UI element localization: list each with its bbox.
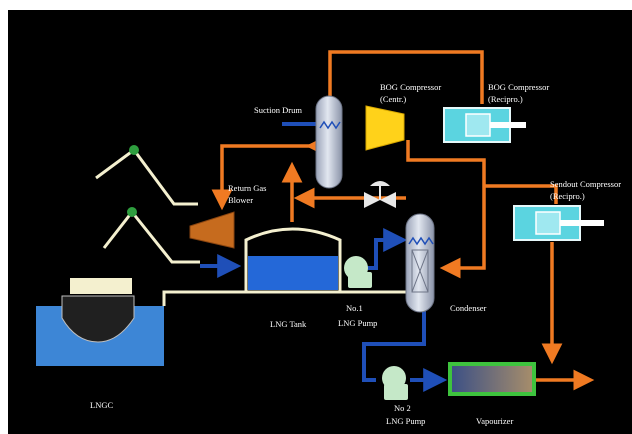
suction-drum <box>315 95 343 189</box>
label-sendout-1: Sendout Compressor <box>550 179 621 189</box>
label-return-gas-1: Return Gas <box>228 183 266 193</box>
line-to-sendout <box>484 184 558 204</box>
label-condenser: Condenser <box>450 303 487 313</box>
vaporizer <box>448 362 536 396</box>
bog-compressor-centrifugal <box>365 105 405 151</box>
label-lngc: LNGC <box>90 400 113 410</box>
loading-arm-2 <box>102 209 200 264</box>
label-bog-centr-1: BOG Compressor <box>380 82 441 92</box>
ship-hull <box>61 295 135 343</box>
label-bog-recip-1: BOG Compressor <box>488 82 549 92</box>
no2-lng-pump <box>382 366 408 400</box>
line-drum-to-blower <box>211 135 327 211</box>
line-pump1-to-condenser <box>364 228 408 270</box>
loading-arm-1 <box>95 147 198 206</box>
bog-compressor-reciprocating <box>443 107 526 143</box>
sendout-compressor-reciprocating <box>513 205 604 241</box>
line-condenser-to-pump2 <box>362 310 426 382</box>
label-pump1-1: No.1 <box>346 303 363 313</box>
loading-arm-1-node <box>129 145 139 155</box>
label-return-gas-2: Blower <box>228 195 253 205</box>
loading-arm-2-node <box>127 207 137 217</box>
label-pump2-2: LNG Pump <box>386 416 425 426</box>
return-gas-blower <box>189 211 235 249</box>
label-lng-tank: LNG Tank <box>270 319 307 329</box>
label-vaporizer: Vapourizer <box>476 416 513 426</box>
label-pump1-2: LNG Pump <box>338 318 377 328</box>
lng-tank <box>244 227 342 294</box>
control-valve-icon <box>364 181 396 208</box>
label-bog-recip-2: (Recipro.) <box>488 94 523 104</box>
label-pump2-1: No 2 <box>394 403 411 413</box>
no1-lng-pump <box>344 256 372 288</box>
label-sendout-2: (Recipro.) <box>550 191 585 201</box>
condenser <box>405 213 435 313</box>
ship-deck <box>70 278 132 294</box>
label-bog-centr-2: (Centr.) <box>380 94 406 104</box>
bog-header-mid <box>406 140 486 186</box>
lngc-ship <box>36 278 164 366</box>
label-suction-drum: Suction Drum <box>254 105 302 115</box>
labels: Suction Drum BOG Compressor (Centr.) BOG… <box>90 82 621 426</box>
bog-header-top <box>328 50 484 104</box>
line-to-condenser <box>439 186 486 279</box>
